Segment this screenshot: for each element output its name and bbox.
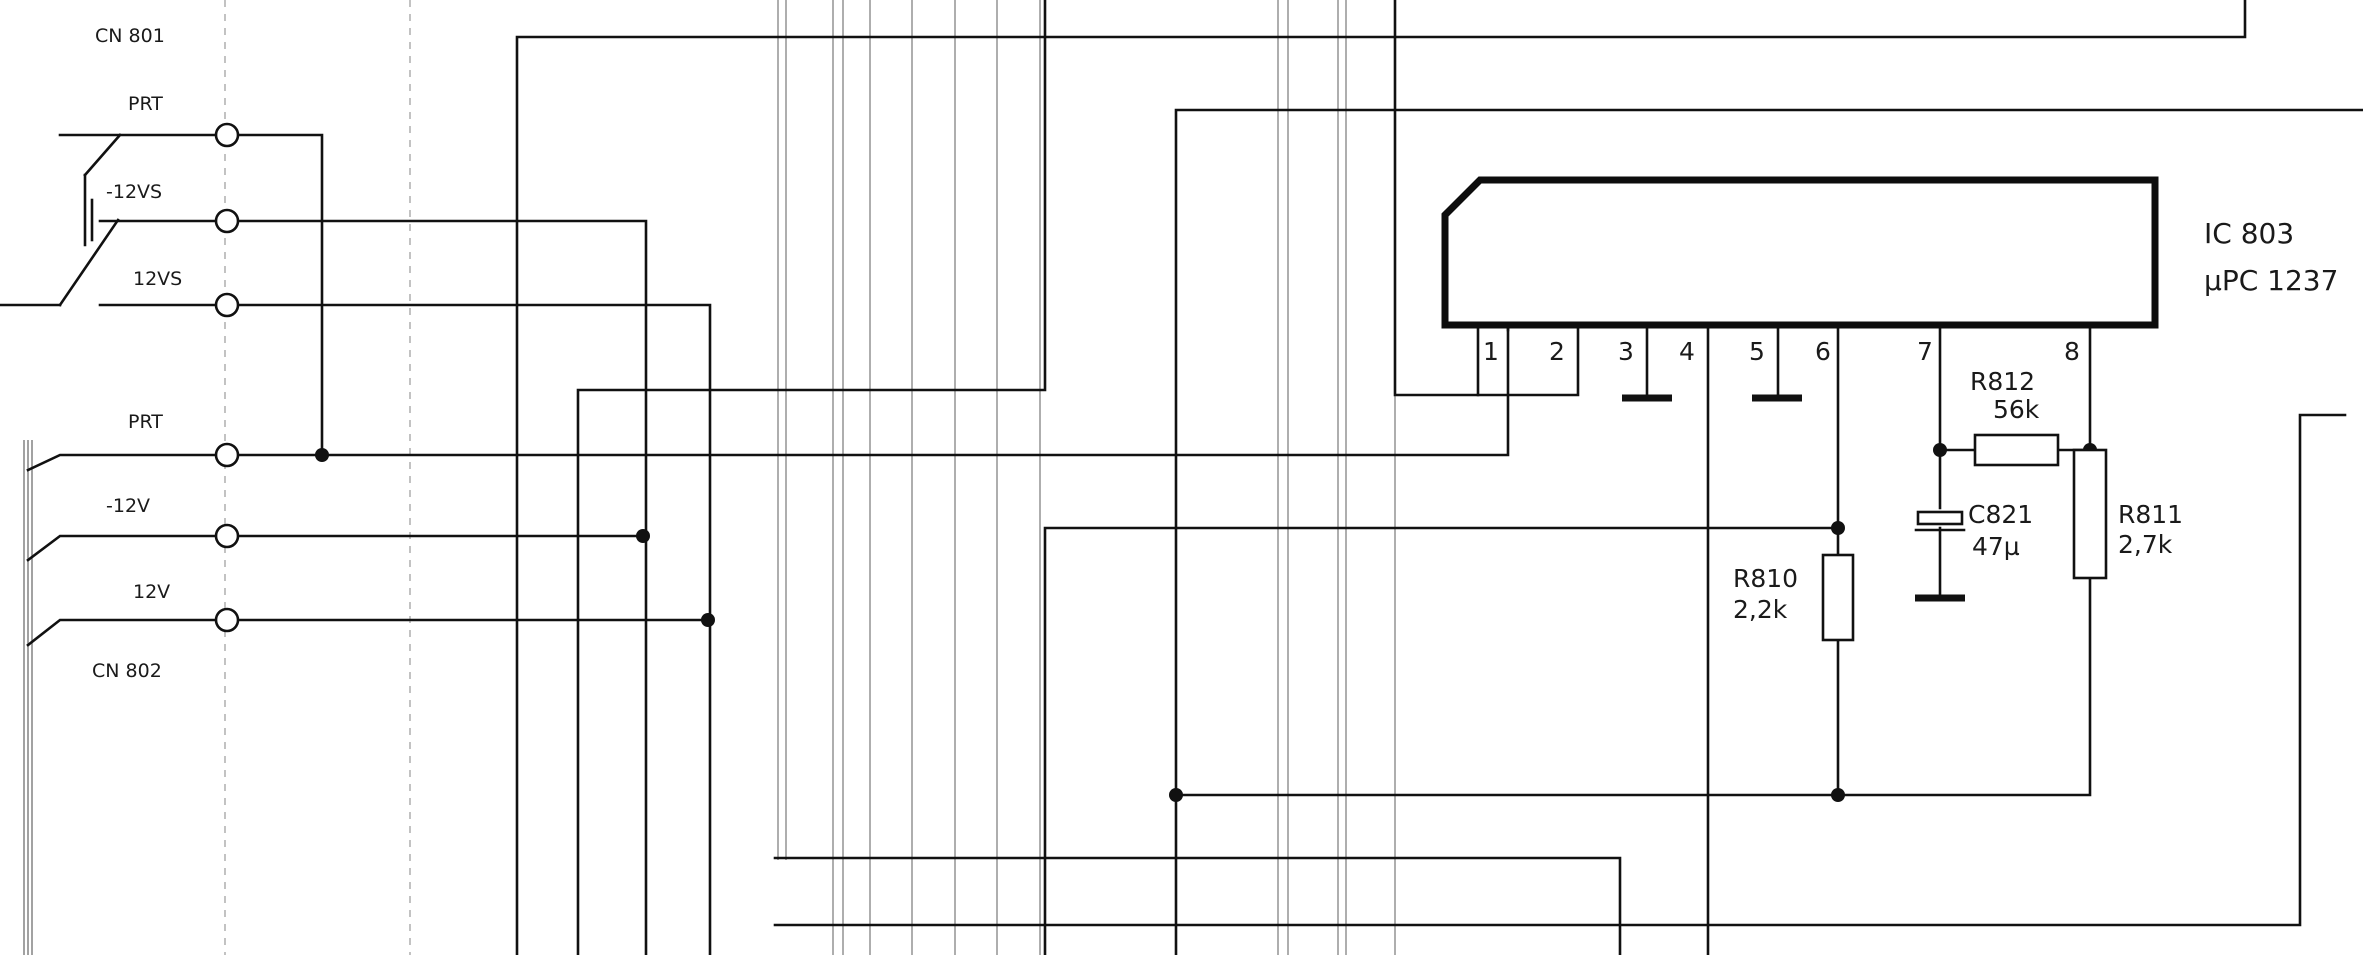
capacitor-c821 (1914, 510, 1966, 532)
ic-pin-4: 4 (1679, 337, 1695, 366)
pin-label-minus-12v: -12V (106, 495, 150, 517)
cn802-label: CN 802 (92, 660, 162, 682)
cn801-label: CN 801 (95, 25, 165, 47)
pin-label-12vs: 12VS (133, 268, 182, 290)
ic-pin-7: 7 (1917, 337, 1933, 366)
pin-label-12v: 12V (133, 581, 170, 603)
resistor-r812 (1973, 433, 2060, 467)
left-frame (0, 133, 122, 955)
r812-ref: R812 (1970, 367, 2035, 396)
pin-label-prt-2: PRT (128, 411, 163, 433)
terminal-prt-2 (214, 442, 240, 468)
ic-pin-2: 2 (1549, 337, 1565, 366)
pin-label-prt-1: PRT (128, 93, 163, 115)
c821-value: 47µ (1972, 532, 2020, 561)
connector-boundaries (224, 0, 411, 955)
terminal-12v (214, 607, 240, 633)
r811-ref: R811 (2118, 500, 2183, 529)
r810-value: 2,2k (1733, 595, 1788, 624)
ic-pin-5: 5 (1749, 337, 1765, 366)
ground-symbols (1622, 394, 1965, 602)
resistor-r811 (2072, 448, 2108, 580)
ic-pin-3: 3 (1618, 337, 1634, 366)
terminal-12vs (214, 292, 240, 318)
r812-value: 56k (1993, 395, 2040, 424)
pin-label-minus-12vs: -12VS (106, 181, 162, 203)
resistor-r810 (1821, 553, 1855, 642)
terminal-minus-12v (214, 523, 240, 549)
r811-value: 2,7k (2118, 530, 2173, 559)
terminal-minus-12vs (214, 208, 240, 234)
junction-dots (315, 443, 2097, 802)
vertical-bus (777, 0, 1396, 955)
ic-803-body (1441, 176, 2159, 329)
c821-ref: C821 (1968, 500, 2033, 529)
ic-pin-6: 6 (1815, 337, 1831, 366)
r810-ref: R810 (1733, 564, 1798, 593)
ic-ref-label: IC 803 (2204, 217, 2294, 250)
ic-part-label: µPC 1237 (2204, 264, 2338, 297)
terminal-prt-1 (214, 122, 240, 148)
ic-pin-8: 8 (2064, 337, 2080, 366)
ic-pin-1: 1 (1483, 337, 1499, 366)
connector-terminals (214, 122, 240, 633)
wires (26, 0, 2363, 955)
